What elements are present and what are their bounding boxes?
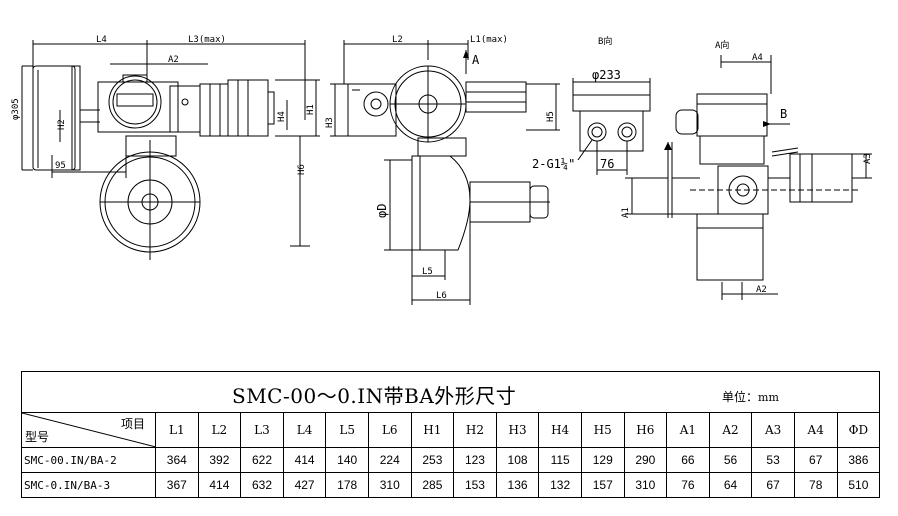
table-header-row: 项目 型号 L1 L2 L3 L4 L5 L6 H1 H2 H3 H4 H5 H… (21, 412, 881, 448)
col-header: A2 (708, 412, 753, 448)
side-view (330, 40, 560, 305)
value-cell: 140 (325, 447, 369, 473)
col-header: H4 (538, 412, 582, 448)
model-cell: SMC-00.IN/BA-2 (21, 447, 156, 473)
value-cell: 78 (793, 472, 838, 498)
value-cell: 632 (240, 472, 284, 498)
value-cell: 157 (580, 472, 625, 498)
col-header: L1 (155, 412, 199, 448)
label-l5: L5 (422, 267, 433, 277)
value-cell: 56 (708, 447, 753, 473)
label-l3: L3(max) (188, 35, 226, 45)
label-a2-aview: A2 (756, 285, 767, 295)
corner-diagonal (22, 413, 156, 447)
table-title: SMC-00～0.IN带BA外形尺寸 (232, 384, 517, 408)
label-76: 76 (600, 157, 614, 171)
table-title-row: SMC-00～0.IN带BA外形尺寸 单位：mm (20, 371, 881, 413)
label-a2-front: A2 (168, 55, 179, 65)
value-cell: 414 (282, 447, 327, 473)
col-header: A4 (793, 412, 838, 448)
col-header: H1 (410, 412, 455, 448)
value-cell: 253 (410, 447, 455, 473)
value-cell: 367 (155, 472, 199, 498)
label-a-view: A向 (715, 39, 729, 51)
value-cell: 53 (751, 447, 795, 473)
label-95: 95 (55, 161, 66, 171)
value-cell: 67 (793, 447, 838, 473)
value-cell: 64 (708, 472, 753, 498)
label-thread: 2-G1¼" (532, 157, 575, 171)
label-a4: A4 (752, 53, 763, 63)
value-cell: 510 (836, 472, 881, 498)
label-l6: L6 (436, 291, 447, 301)
table-row: SMC-00.IN/BA-2 364 392 622 414 140 224 2… (21, 447, 881, 473)
corner-top-label: 项目 (120, 417, 145, 431)
value-cell: 132 (538, 472, 582, 498)
label-h4: H4 (277, 111, 287, 122)
label-h6: H6 (297, 164, 307, 175)
label-b-view: B向 (598, 35, 612, 47)
label-phi305: φ305 (11, 98, 21, 120)
value-cell: 67 (751, 472, 795, 498)
col-header: L6 (367, 412, 412, 448)
corner-bottom-label: 型号 (25, 430, 50, 444)
value-cell: 386 (836, 447, 881, 473)
unit-label: 单位：mm (722, 390, 779, 404)
col-header: ΦD (836, 412, 881, 448)
label-b-arrow: B (780, 107, 787, 121)
col-header: L4 (282, 412, 327, 448)
label-phid: φD (375, 204, 389, 218)
engineering-drawing: L4 L3(max) A2 φ305 H2 H4 H1 H6 95 L2 L1(… (11, 35, 873, 305)
label-a1: A1 (621, 207, 631, 218)
value-cell: 129 (580, 447, 625, 473)
col-header: L2 (197, 412, 242, 448)
col-header: H5 (580, 412, 625, 448)
label-l2: L2 (392, 35, 403, 45)
label-l4: L4 (96, 35, 107, 45)
model-cell: SMC-0.IN/BA-3 (21, 472, 156, 498)
table-row: SMC-0.IN/BA-3 367 414 632 427 178 310 28… (21, 472, 881, 498)
value-cell: 153 (453, 472, 497, 498)
a-view (625, 55, 872, 300)
value-cell: 66 (666, 447, 710, 473)
label-a3: A3 (863, 153, 873, 164)
value-cell: 427 (282, 472, 327, 498)
value-cell: 290 (623, 447, 668, 473)
col-header: L5 (325, 412, 369, 448)
value-cell: 136 (495, 472, 540, 498)
front-view (21, 40, 320, 260)
value-cell: 108 (495, 447, 540, 473)
value-cell: 622 (240, 447, 284, 473)
label-l1: L1(max) (470, 35, 508, 45)
label-a-arrow: A (472, 53, 480, 67)
col-header: H2 (453, 412, 497, 448)
label-h2: H2 (57, 119, 67, 130)
value-cell: 224 (367, 447, 412, 473)
value-cell: 115 (538, 447, 582, 473)
label-phi233: φ233 (592, 68, 621, 82)
value-cell: 123 (453, 447, 497, 473)
value-cell: 364 (155, 447, 199, 473)
value-cell: 285 (410, 472, 455, 498)
value-cell: 178 (325, 472, 369, 498)
col-header: H6 (623, 412, 668, 448)
label-h5: H5 (546, 111, 556, 122)
value-cell: 310 (367, 472, 412, 498)
col-header: A1 (666, 412, 710, 448)
col-header: H3 (495, 412, 540, 448)
value-cell: 414 (197, 472, 242, 498)
corner-cell: 项目 型号 (21, 412, 156, 448)
b-view (572, 78, 651, 175)
value-cell: 392 (197, 447, 242, 473)
label-h1: H1 (306, 104, 316, 115)
unit-value: mm (758, 391, 779, 404)
value-cell: 76 (666, 472, 710, 498)
value-cell: 310 (623, 472, 668, 498)
col-header: L3 (240, 412, 284, 448)
dimension-table: SMC-00～0.IN带BA外形尺寸 单位：mm 项目 型号 L1 L2 L3 … (20, 371, 881, 498)
label-h3: H3 (325, 117, 335, 128)
col-header: A3 (751, 412, 795, 448)
